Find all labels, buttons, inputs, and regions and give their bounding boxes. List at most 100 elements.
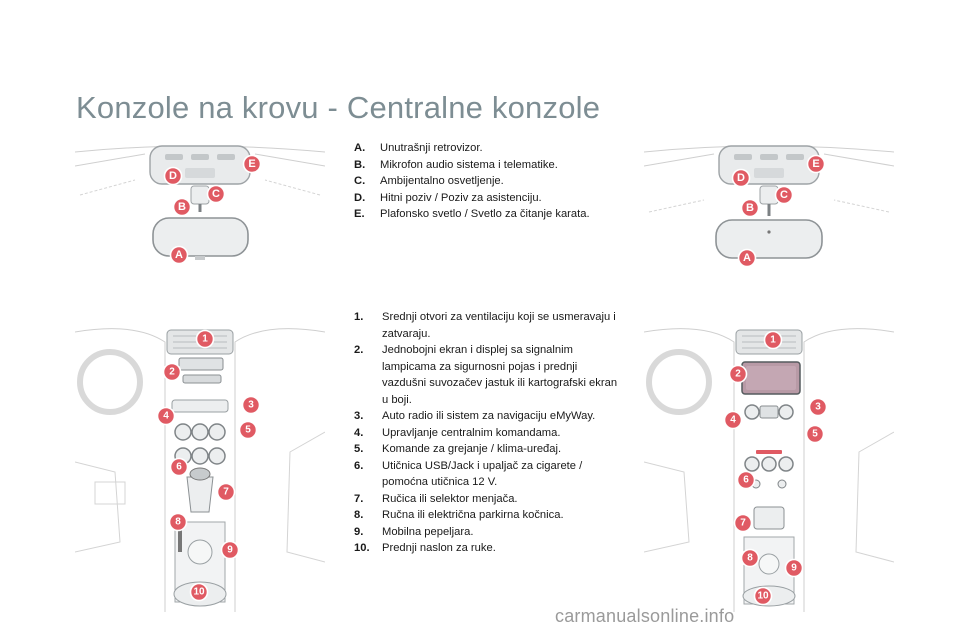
legend-key: 2. <box>354 344 364 356</box>
callout-badge-10: 10 <box>189 582 209 602</box>
callout-badge-D: D <box>731 168 751 188</box>
callout-badge-9: 9 <box>220 540 240 560</box>
legend-text: Jednobojni ekran i displej sa signalnim … <box>382 344 618 406</box>
legend-item: 9. Mobilna pepeljara. <box>354 524 622 541</box>
callout-badge-B: B <box>172 197 192 217</box>
page-title: Konzole na krovu - Centralne konzole <box>76 90 601 125</box>
svg-text:6: 6 <box>176 462 182 473</box>
callout-badge-9: 9 <box>784 558 804 578</box>
callout-badge-10: 10 <box>753 586 773 606</box>
legend-item: 10.Prednji naslon za ruke. <box>354 540 622 557</box>
legend-text: Mobilna pepeljara. <box>382 525 474 538</box>
legend-key: 5. <box>354 443 364 455</box>
legend-text: Ručna ili električna parkirna kočnica. <box>382 509 564 521</box>
legend-key: 3. <box>354 410 364 422</box>
callout-badge-2: 2 <box>728 364 748 384</box>
legend-key: 6. <box>354 459 364 472</box>
svg-text:4: 4 <box>163 411 169 422</box>
svg-text:9: 9 <box>227 545 233 556</box>
legend-key: 9. <box>354 525 364 538</box>
svg-text:1: 1 <box>770 335 776 346</box>
callout-badge-1: 1 <box>763 330 783 350</box>
callout-badge-6: 6 <box>169 457 189 477</box>
legend-item: 6. Utičnica USB/Jack i upaljač za cigaret… <box>354 458 622 491</box>
svg-text:3: 3 <box>815 402 821 413</box>
svg-text:E: E <box>248 158 255 170</box>
svg-text:2: 2 <box>169 367 175 378</box>
svg-text:4: 4 <box>730 415 736 426</box>
svg-text:10: 10 <box>193 587 205 598</box>
legend-key: 10. <box>354 542 370 554</box>
callout-badge-3: 3 <box>241 395 261 415</box>
svg-text:5: 5 <box>245 425 251 436</box>
svg-text:D: D <box>169 170 177 182</box>
central-console-illustration-right: 1 2 3 4 5 6 7 8 9 10 <box>644 312 894 612</box>
svg-text:E: E <box>812 158 819 170</box>
callout-badge-B: B <box>740 198 760 218</box>
callout-badge-2: 2 <box>162 362 182 382</box>
legend-text: Upravljanje centralnim komandama. <box>382 426 561 439</box>
legend-item: D.Hitni poziv / Poziv za asistenciju. <box>354 190 624 207</box>
legend-key: 8. <box>354 509 364 521</box>
svg-text:9: 9 <box>791 563 797 574</box>
svg-text:6: 6 <box>743 475 749 486</box>
callout-badge-4: 4 <box>723 410 743 430</box>
footer-watermark: carmanualsonline.info <box>555 606 735 626</box>
callout-badge-3: 3 <box>808 397 828 417</box>
svg-text:7: 7 <box>223 487 229 498</box>
svg-text:7: 7 <box>740 518 746 529</box>
callout-badge-E: E <box>806 154 826 174</box>
legend-key: 7. <box>354 492 364 505</box>
legend-item: 3. Auto radio ili sistem za navigaciju eM… <box>354 408 622 425</box>
legend-text: Hitni poziv / Poziv za asistenciju. <box>380 191 542 204</box>
svg-text:5: 5 <box>812 429 818 440</box>
legend-item: 1.Srednji otvori za ventilaciju koji se … <box>354 309 622 342</box>
legend-text: Komande za grejanje / klima-uređaj. <box>382 443 562 455</box>
legend-text: Unutrašnji retrovizor. <box>380 142 483 154</box>
legend-key: B. <box>354 158 366 171</box>
callout-badge-6: 6 <box>736 470 756 490</box>
callout-badge-7: 7 <box>733 513 753 533</box>
svg-text:B: B <box>178 201 186 213</box>
legend-item: 4. Upravljanje centralnim komandama. <box>354 425 622 442</box>
legend-item: 2. Jednobojni ekran i displej sa signalni… <box>354 342 622 408</box>
callout-badge-E: E <box>242 154 262 174</box>
callout-badge-8: 8 <box>168 512 188 532</box>
legend-text: Mikrofon audio sistema i telematike. <box>380 158 558 171</box>
legend-key: E. <box>354 208 365 220</box>
legend-text: Srednji otvori za ventilaciju koji se us… <box>382 311 616 340</box>
legend-item: A. Unutrašnji retrovizor. <box>354 140 624 157</box>
legend-item: C. Ambijentalno osvetljenje. <box>354 173 624 190</box>
legend-text: Auto radio ili sistem za navigaciju eMyW… <box>382 410 596 422</box>
callout-badge-1: 1 <box>195 329 215 349</box>
svg-text:A: A <box>175 249 183 261</box>
svg-text:C: C <box>212 188 220 200</box>
roof-console-legend: A. Unutrašnji retrovizor. B. Mikrofon audi… <box>354 140 624 223</box>
svg-text:D: D <box>737 172 745 184</box>
svg-text:8: 8 <box>747 553 753 564</box>
svg-text:B: B <box>746 202 754 214</box>
svg-text:C: C <box>780 189 788 201</box>
roof-console-illustration-left: E D C B A <box>75 140 325 270</box>
legend-item: E.Plafonsko svetlo / Svetlo za čitanje k… <box>354 206 624 223</box>
svg-text:10: 10 <box>757 591 769 602</box>
legend-item: 5. Komande za grejanje / klima-uređaj. <box>354 441 622 458</box>
legend-key: C. <box>354 175 366 187</box>
legend-text: Utičnica USB/Jack i upaljač za cigarete … <box>382 459 583 489</box>
legend-text: Ručica ili selektor menjača. <box>382 492 518 505</box>
callout-badge-C: C <box>206 184 226 204</box>
callout-badge-A: A <box>169 245 189 265</box>
callout-badge-D: D <box>163 166 183 186</box>
central-console-illustration-left: 1 2 3 4 5 6 7 8 9 10 <box>75 312 325 612</box>
legend-item: B. Mikrofon audio sistema i telematike. <box>354 157 624 174</box>
svg-text:1: 1 <box>202 334 208 345</box>
callout-badge-5: 5 <box>805 424 825 444</box>
roof-console-illustration-right: E D C B A <box>644 140 894 270</box>
legend-text: Ambijentalno osvetljenje. <box>380 175 504 187</box>
svg-text:3: 3 <box>248 400 254 411</box>
svg-text:A: A <box>743 252 751 264</box>
legend-key: A. <box>354 142 366 154</box>
legend-key: 4. <box>354 426 364 439</box>
callout-badge-5: 5 <box>238 420 258 440</box>
callout-badge-C: C <box>774 185 794 205</box>
